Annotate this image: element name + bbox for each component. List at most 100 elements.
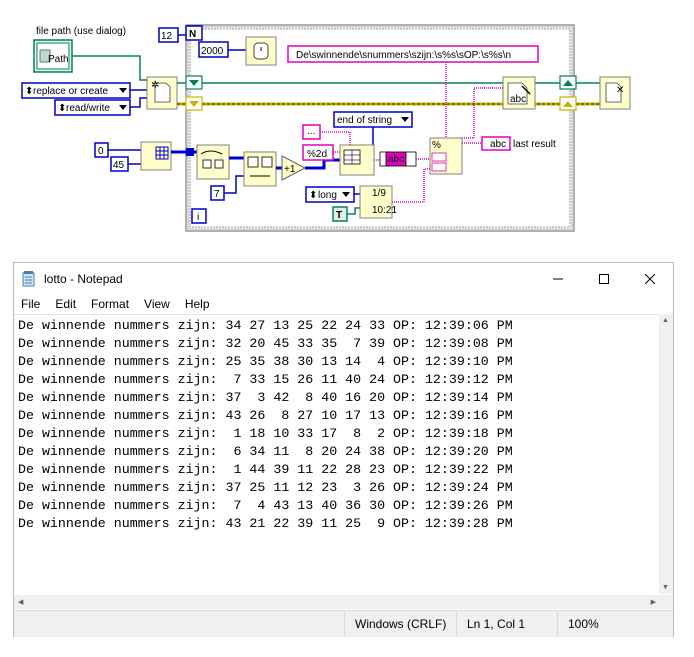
abc-label: abc [510,94,526,105]
dropdown-arrow-icon [342,192,350,197]
constant-12[interactable]: 12 [158,27,179,43]
fmt-2d-constant[interactable]: %2d [302,144,334,161]
ramp-pattern-node[interactable] [140,141,172,171]
format-string-constant[interactable]: De\swinnende\snummers\szijn:\s%s\sOP:\s%… [287,45,539,63]
shift-register-left[interactable] [185,75,203,111]
editor-content[interactable]: De winnende nummers zijn: 34 27 13 25 22… [14,315,660,533]
fmt-2d-text: %2d [307,149,327,160]
window-title: lotto - Notepad [44,271,123,286]
read-write-text: read/write [66,103,110,114]
shuffle-node[interactable] [196,144,230,180]
constant-7[interactable]: 7 [210,185,225,201]
loop-i-label: i [197,212,199,223]
const-2000-text: 2000 [201,46,224,57]
status-bar: Windows (CRLF) Ln 1, Col 1 100% [14,610,673,637]
end-of-string-text: end of string [337,115,392,126]
text-editor[interactable]: De winnende nummers zijn: 34 27 13 25 22… [14,314,660,611]
wait-ms-node[interactable] [245,36,277,66]
loop-tunnel [186,148,194,156]
array-to-spreadsheet-node[interactable] [339,144,375,176]
end-of-string-enum[interactable]: end of string [333,111,413,128]
editor-line: De winnende nummers zijn: 25 35 38 30 13… [18,354,513,369]
abc-label: abc [490,139,506,150]
scroll-down-icon[interactable]: ▼ [662,584,669,591]
constant-2000[interactable]: 2000 [198,41,229,58]
dropdown-arrow-icon [119,88,127,93]
format-into-string-node[interactable]: % [429,137,463,175]
svg-text:✲: ✲ [151,80,159,91]
maximize-button[interactable] [581,263,627,294]
notepad-icon [22,270,35,286]
long-format-enum[interactable]: ⬍ long [305,186,355,203]
svg-text:⬍: ⬍ [58,103,66,114]
increment-node[interactable]: +1 [281,155,307,181]
editor-line: De winnende nummers zijn: 1 44 39 11 22 … [18,462,513,477]
menu-help[interactable]: Help [184,297,210,311]
boolean-true-constant[interactable]: T [332,206,348,222]
editor-line: De winnende nummers zijn: 34 27 13 25 22… [18,318,513,333]
file-path-label: file path (use dialog) [36,26,126,37]
bool-t-text: T [336,210,342,221]
constant-0[interactable]: 0 [94,142,109,158]
menu-format[interactable]: Format [91,297,130,311]
minimize-icon [553,278,563,279]
const-45-text: 45 [113,160,125,171]
close-icon [645,273,655,284]
replace-or-create-text: replace or create [33,86,108,97]
loop-n-label: N [189,29,196,40]
close-button[interactable] [627,263,673,294]
scroll-up-icon[interactable]: ▲ [662,317,669,324]
last-result-indicator: abc last result [481,136,556,151]
editor-line: De winnende nummers zijn: 7 33 15 26 11 … [18,372,513,387]
zoom-status: 100% [557,611,674,637]
menu-file[interactable]: File [21,297,41,311]
const-0-text: 0 [98,146,104,157]
scrollbar-corner [659,595,673,609]
block-diagram: N 12 i file path (use dialog) Path ⬍ rep… [21,24,631,232]
cursor-position-status: Ln 1, Col 1 [456,611,562,637]
file-path-control[interactable]: Path [33,39,73,73]
ellipsis-text: ... [307,126,315,137]
editor-line: De winnende nummers zijn: 6 34 11 8 20 2… [18,444,513,459]
constant-45[interactable]: 45 [110,156,129,172]
replace-or-create-enum[interactable]: ⬍ replace or create [21,82,131,99]
minimize-button[interactable] [535,263,581,294]
plus-one-text: +1 [284,164,296,175]
const-7-text: 7 [214,189,220,200]
svg-text:⬍: ⬍ [25,86,33,97]
scroll-right-icon[interactable]: ▶ [650,599,656,606]
loop-count-terminal[interactable]: N [185,25,203,41]
dropdown-arrow-icon [401,117,409,122]
scroll-left-icon[interactable]: ◀ [18,599,24,606]
maximize-icon [599,273,609,284]
iteration-terminal[interactable]: i [191,208,207,224]
open-file-node[interactable]: ✲ [146,76,178,110]
editor-line: De winnende nummers zijn: 7 4 43 13 40 3… [18,498,513,513]
array-subset-node[interactable] [243,151,277,187]
dropdown-arrow-icon [119,105,127,110]
write-to-file-node[interactable]: abc [502,76,536,110]
shift-register-right[interactable] [559,75,577,111]
trim-whitespace-node[interactable]: abc [379,151,417,167]
file-icon [154,82,171,103]
abc-label: abc [388,154,404,165]
notepad-window: lotto - Notepad File Edit Format View He… [13,262,674,637]
file-icon [507,82,528,105]
menu-view[interactable]: View [144,297,170,311]
vertical-scrollbar[interactable]: ▲ ▼ [659,314,673,594]
horizontal-scrollbar[interactable]: ◀ ▶ [14,595,660,609]
title-bar[interactable]: lotto - Notepad [14,263,673,294]
format-date-time-node[interactable]: 1/9 10:21 [359,185,397,219]
time-top-text: 1/9 [372,188,386,199]
read-write-enum[interactable]: ⬍ read/write [54,99,131,116]
menu-edit[interactable]: Edit [55,297,77,311]
ellipsis-constant[interactable]: ... [302,124,321,140]
menu-bar: File Edit Format View Help [14,294,673,314]
close-icon: ✕ [616,85,624,96]
last-result-label: last result [513,139,556,150]
editor-line: De winnende nummers zijn: 37 25 11 12 23… [18,480,513,495]
close-file-node[interactable]: ✕ [599,76,631,110]
shuffle-icon [200,150,223,155]
editor-line: De winnende nummers zijn: 37 3 42 8 40 1… [18,390,513,405]
array-icon [247,156,259,168]
